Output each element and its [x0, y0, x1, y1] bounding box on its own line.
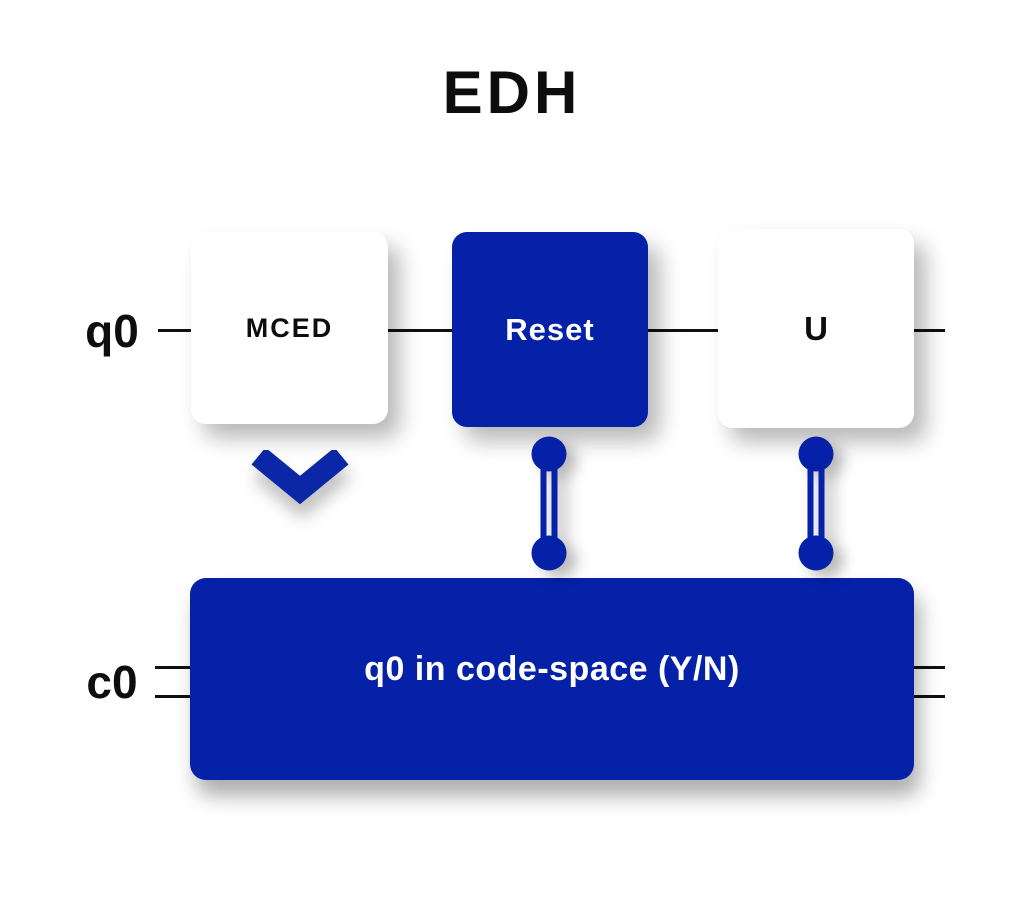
- gate-mced-label: MCED: [245, 312, 334, 343]
- code-space-label: q0 in code-space (Y/N): [364, 649, 740, 688]
- gate-reset: Reset: [452, 232, 648, 427]
- code-space-box: q0 in code-space (Y/N): [190, 578, 914, 780]
- gate-mced: MCED: [191, 232, 388, 424]
- classical-control-connector-u: [798, 436, 834, 571]
- gate-u: U: [718, 229, 914, 428]
- circuit-title: EDH: [442, 59, 582, 126]
- classical-control-connector-reset: [531, 436, 567, 571]
- chevron-down-icon: [251, 450, 349, 505]
- qubit-wire-label: q0: [85, 305, 139, 357]
- gate-u-label: U: [804, 309, 828, 347]
- classical-wire-label: c0: [86, 656, 138, 708]
- gate-reset-label: Reset: [505, 311, 595, 347]
